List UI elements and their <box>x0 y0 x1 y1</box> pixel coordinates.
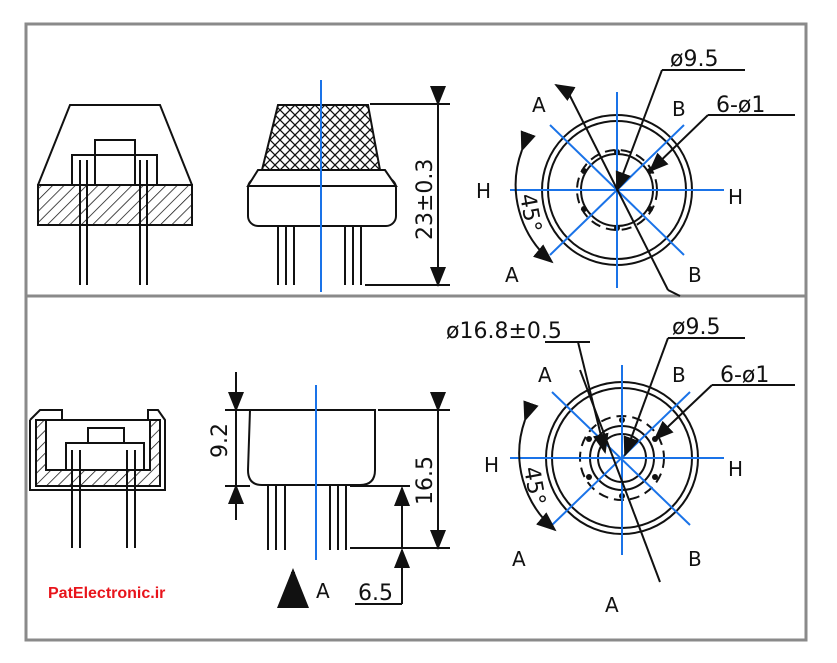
bottom-view-arrow-label: A <box>316 579 330 603</box>
bottom-label-a-bottom: A <box>512 547 526 571</box>
top-front-view <box>246 80 450 292</box>
bottom-label-a-top: A <box>538 363 552 387</box>
bottom-side-section-view <box>29 409 166 548</box>
top-label-a-bottom: A <box>505 263 519 287</box>
bottom-plan-view <box>510 337 795 583</box>
top-label-h-right: H <box>728 185 743 209</box>
top-label-a-top: A <box>532 93 546 117</box>
top-label-b-top: B <box>672 97 686 121</box>
bottom-label-h-left: H <box>484 453 499 477</box>
bottom-height-dimension: 16.5 <box>413 456 438 505</box>
bottom-angle: 45° <box>518 465 549 508</box>
bottom-label-a-section: A <box>605 593 619 617</box>
top-label-h-left: H <box>476 179 491 203</box>
bottom-label-h-right: H <box>728 457 743 481</box>
bottom-front-view <box>225 372 450 608</box>
bottom-pin-diameter: 6-ø1 <box>720 363 769 388</box>
top-height-dimension: 23±0.3 <box>413 159 438 240</box>
top-plan-view <box>510 69 795 297</box>
watermark-text: PatElectronic.ir <box>48 585 166 602</box>
bottom-pin-length: 6.5 <box>358 581 393 606</box>
top-pin-diameter: 6-ø1 <box>716 93 765 118</box>
top-angle: 45° <box>514 192 545 235</box>
bottom-body-dimension: 9.2 <box>208 423 233 458</box>
top-side-section-view <box>37 104 193 285</box>
bottom-label-b-top: B <box>672 363 686 387</box>
bottom-outer-diameter: ø16.8±0.5 <box>446 319 562 344</box>
top-inner-diameter: ø9.5 <box>670 47 718 72</box>
bottom-label-b-bottom: B <box>688 547 702 571</box>
outer-frame <box>24 22 808 642</box>
bottom-inner-diameter: ø9.5 <box>672 315 720 340</box>
top-label-b-bottom: B <box>688 263 702 287</box>
